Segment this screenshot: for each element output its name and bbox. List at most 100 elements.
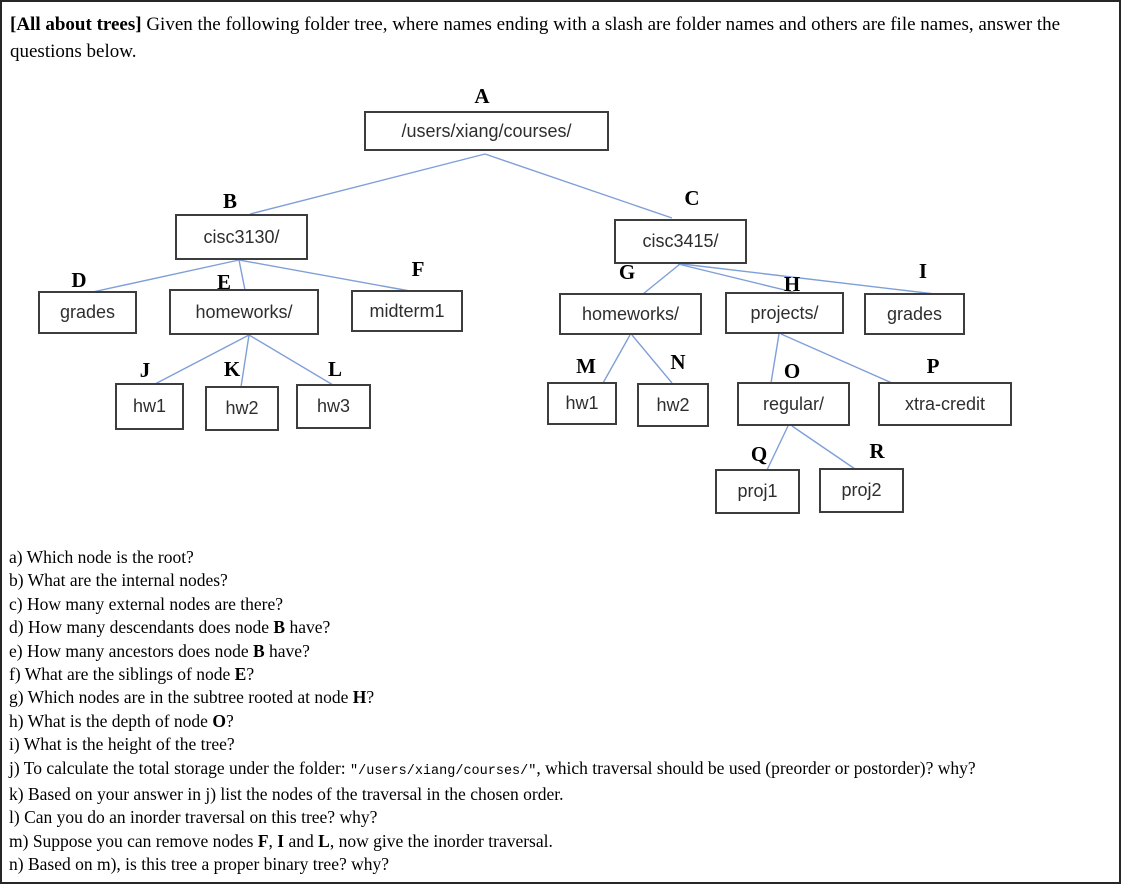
question-text: j) To calculate the total storage under … — [9, 757, 351, 778]
question-text: , now give the inorder traversal. — [329, 830, 553, 851]
tree-node-box-D: grades — [38, 291, 137, 334]
question-text: ? — [246, 664, 255, 685]
tree-node-letter-P: P — [926, 354, 940, 378]
tree-node-box-L: hw3 — [296, 384, 371, 429]
question-line: n) Based on m), is this tree a proper bi… — [9, 853, 976, 876]
question-line: m) Suppose you can remove nodes F, I and… — [9, 830, 976, 853]
tree-node-letter-F: F — [411, 257, 425, 281]
tree-node-box-F: midterm1 — [351, 290, 463, 332]
tree-node-letter-O: O — [783, 359, 801, 383]
tree-node-letter-C: C — [684, 186, 700, 210]
question-node-ref: L — [318, 830, 330, 851]
tree-node-letter-D: D — [71, 268, 87, 292]
tree-edge-H-P — [780, 333, 893, 384]
tree-node-letter-B: B — [222, 189, 237, 213]
question-text: ? — [366, 687, 375, 708]
question-text: have? — [264, 640, 310, 661]
question-text: b) What are the internal nodes? — [9, 570, 228, 591]
tree-node-box-N: hw2 — [637, 383, 709, 427]
tree-edge-G-N — [631, 334, 673, 384]
question-text: ? — [225, 710, 234, 731]
tree-edge-O-Q — [766, 425, 789, 471]
tree-edge-E-K — [240, 334, 250, 388]
tree-edge-B-E — [238, 259, 246, 291]
question-node-ref: B — [273, 617, 286, 638]
tree-edge-G-M — [602, 334, 631, 384]
tree-node-letter-E: E — [216, 270, 231, 294]
question-text: have? — [285, 617, 331, 638]
question-node-ref: E — [234, 664, 247, 685]
tree-edge-H-O — [770, 333, 780, 384]
question-text: m) Suppose you can remove nodes — [9, 830, 258, 851]
question-node-ref: H — [352, 687, 367, 708]
question-line: f) What are the siblings of node E? — [9, 663, 976, 686]
question-text: e) How many ancestors does node — [9, 640, 253, 661]
question-text: h) What is the depth of node — [9, 710, 213, 731]
question-line: j) To calculate the total storage under … — [9, 757, 976, 783]
tree-edge-E-L — [248, 334, 334, 386]
question-line: i) What is the height of the tree? — [9, 733, 976, 756]
tree-node-box-I: grades — [864, 293, 965, 335]
tree-node-letter-N: N — [670, 350, 686, 374]
question-line: a) Which node is the root? — [9, 546, 976, 569]
question-text: , which traversal should be used (preord… — [536, 757, 976, 778]
question-line: c) How many external nodes are there? — [9, 593, 976, 616]
tree-node-letter-I: I — [918, 259, 928, 283]
intro-paragraph: [All about trees] Given the following fo… — [10, 11, 1114, 65]
tree-edge-E-J — [154, 334, 250, 385]
question-node-ref: B — [252, 640, 265, 661]
question-text: i) What is the height of the tree? — [9, 734, 235, 755]
question-line: l) Can you do an inorder traversal on th… — [9, 806, 976, 829]
tree-node-box-R: proj2 — [819, 468, 904, 513]
question-path-code: "/users/xiang/courses/" — [350, 763, 537, 779]
question-line: h) What is the depth of node O? — [9, 710, 976, 733]
question-text: c) How many external nodes are there? — [9, 593, 284, 614]
tree-node-box-G: homeworks/ — [559, 293, 702, 335]
tree-node-box-H: projects/ — [725, 292, 844, 334]
tree-node-box-J: hw1 — [115, 383, 184, 430]
question-line: e) How many ancestors does node B have? — [9, 640, 976, 663]
question-line: g) Which nodes are in the subtree rooted… — [9, 686, 976, 709]
question-line: d) How many descendants does node B have… — [9, 616, 976, 639]
tree-node-box-Q: proj1 — [715, 469, 800, 514]
tree-node-box-O: regular/ — [737, 382, 850, 426]
tree-edge-C-G — [642, 263, 681, 295]
question-text: k) Based on your answer in j) list the n… — [9, 784, 564, 805]
question-text: and — [284, 830, 319, 851]
tree-node-letter-A: A — [474, 84, 490, 108]
tree-edge-O-R — [791, 425, 856, 470]
questions-list: a) Which node is the root? b) What are th… — [9, 546, 976, 877]
question-node-ref: I — [277, 830, 285, 851]
tree-edge-A-B — [249, 153, 486, 215]
tree-edge-C-H — [677, 263, 798, 294]
tree-node-box-B: cisc3130/ — [175, 214, 308, 260]
tree-node-letter-L: L — [327, 357, 342, 381]
tree-node-letter-G: G — [618, 260, 636, 284]
tree-node-letter-M: M — [576, 354, 596, 378]
tree-node-letter-K: K — [223, 357, 241, 381]
question-text: f) What are the siblings of node — [9, 664, 235, 685]
tree-node-letter-H: H — [783, 272, 801, 296]
question-text: n) Based on m), is this tree a proper bi… — [9, 854, 390, 875]
tree-node-letter-J: J — [139, 358, 151, 382]
tree-node-letter-R: R — [869, 439, 885, 463]
tree-node-box-E: homeworks/ — [169, 289, 319, 335]
tree-node-box-K: hw2 — [205, 386, 279, 431]
question-text: , — [268, 830, 278, 851]
question-node-ref: O — [212, 710, 226, 731]
tree-node-box-A: /users/xiang/courses/ — [364, 111, 609, 151]
question-text: d) How many descendants does node — [9, 617, 274, 638]
question-text: a) Which node is the root? — [9, 547, 194, 567]
tree-edge-C-I — [681, 263, 936, 295]
intro-text: Given the following folder tree, where n… — [10, 14, 1061, 62]
intro-title: [All about trees] — [10, 14, 142, 35]
tree-node-letter-Q: Q — [750, 442, 768, 466]
tree-node-box-P: xtra-credit — [878, 382, 1012, 426]
tree-edge-B-F — [238, 259, 411, 292]
tree-edge-B-D — [87, 259, 240, 294]
tree-edge-A-C — [484, 153, 673, 219]
tree-node-box-C: cisc3415/ — [614, 219, 747, 264]
